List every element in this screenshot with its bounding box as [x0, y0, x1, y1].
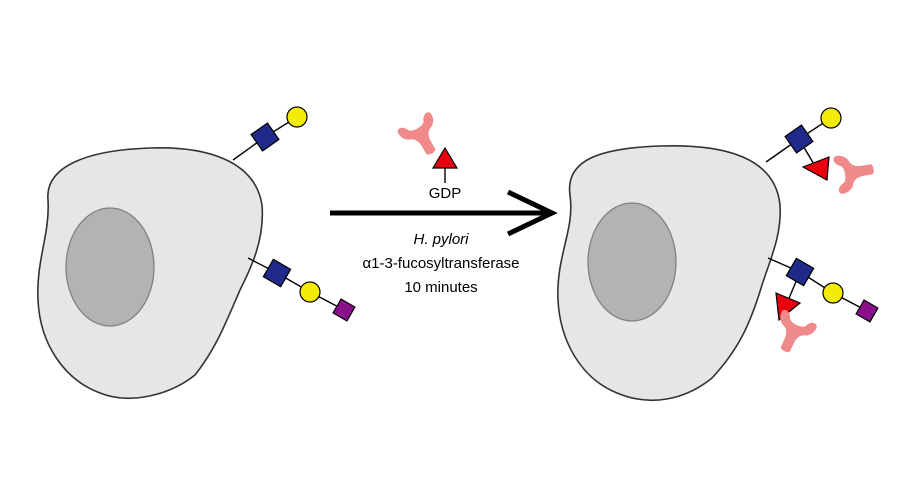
- enzyme-name-label: α1-3-fucosyltransferase: [362, 255, 520, 272]
- left-glycan-upper: [232, 106, 308, 161]
- sialic-acid-diamond: [855, 299, 879, 323]
- galactose-circle: [299, 281, 321, 303]
- galactose-circle: [820, 107, 842, 129]
- glcnac-square: [250, 122, 280, 152]
- tag-icon: [767, 308, 818, 360]
- right-glycan-upper: [765, 107, 877, 195]
- right-glycan-lower: [767, 257, 879, 360]
- left-nucleus: [65, 207, 155, 327]
- galactose-circle: [822, 282, 844, 304]
- tag-icon: [832, 150, 877, 195]
- glcnac-square: [785, 257, 815, 287]
- left-cell: [37, 147, 264, 399]
- fucose-triangle: [431, 146, 459, 169]
- reaction-arrow: [330, 189, 558, 237]
- fucose-triangle: [801, 156, 830, 181]
- sialic-acid-diamond: [332, 298, 356, 322]
- galactose-circle: [286, 106, 308, 128]
- right-cell: [557, 144, 781, 402]
- right-nucleus: [587, 202, 677, 322]
- gdp-label: GDP: [428, 185, 462, 202]
- left-glycan-lower: [247, 257, 356, 322]
- enzyme-source-label: H. pylori: [413, 231, 469, 248]
- reaction-time-label: 10 minutes: [404, 279, 478, 296]
- glcnac-square: [784, 124, 814, 154]
- gdp-fucose-reagent: [396, 111, 459, 183]
- glcnac-square: [262, 258, 292, 288]
